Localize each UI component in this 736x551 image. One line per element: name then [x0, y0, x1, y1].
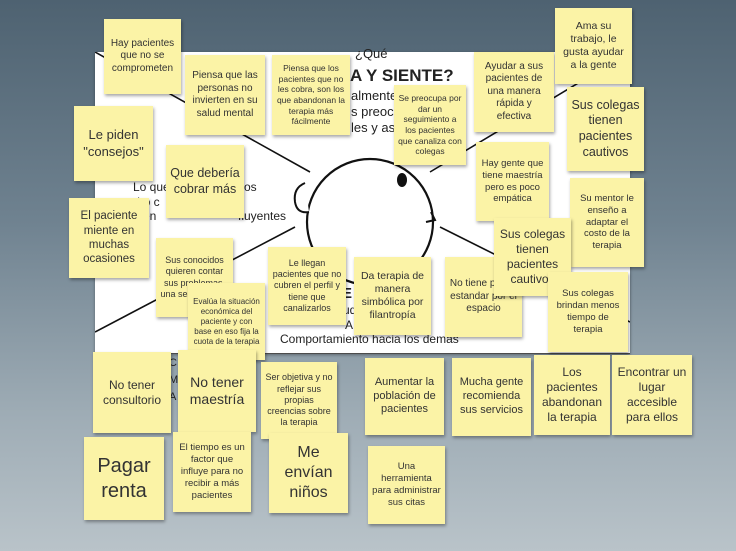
header-question: ¿Qué [355, 46, 388, 61]
sticky-note[interactable]: Los pacientes abandonan la terapia [534, 355, 610, 435]
eye-dot [397, 173, 407, 187]
section-text-fragment: Lo que [133, 180, 170, 194]
sticky-note[interactable]: Sus colegas brindan menos tiempo de tera… [548, 272, 628, 352]
section-text-fragment: A [169, 391, 177, 403]
sticky-note[interactable]: Hay pacientes que no se comprometen [104, 19, 181, 94]
header-subtitle-line: s preocu [351, 104, 401, 119]
sticky-note[interactable]: Piensa que los pacientes que no les cobr… [272, 55, 350, 135]
sticky-note[interactable]: No tener consultorio [93, 352, 171, 433]
section-text-fragment: M [169, 374, 179, 386]
section-text-fragment: C [169, 357, 177, 369]
section-text-fragment: A [345, 318, 354, 332]
sticky-note[interactable]: Sus colegas tienen pacientes cautivos [494, 218, 571, 296]
sticky-note[interactable]: Se preocupa por dar un seguimiento a los… [394, 85, 466, 165]
sticky-note[interactable]: Piensa que las personas no invierten en … [185, 55, 265, 135]
sticky-note[interactable]: No tener maestría [178, 350, 256, 432]
header-subtitle-line: almente [351, 88, 398, 103]
header-subtitle-line: les y asp [351, 120, 403, 135]
bottom-section-label: Comportamiento hacia los demás [280, 332, 459, 346]
sticky-note[interactable]: Evalúa la situación económica del pacien… [188, 283, 265, 360]
sticky-note[interactable]: Una herramienta para administrar sus cit… [368, 446, 445, 524]
sticky-note[interactable]: Pagar renta [84, 437, 164, 520]
sticky-note[interactable]: Ama su trabajo, le gusta ayudar a la gen… [555, 8, 632, 84]
sticky-note[interactable]: Su mentor le enseño a adaptar el costo d… [570, 178, 644, 267]
sticky-note[interactable]: Que debería cobrar más [166, 145, 244, 218]
sticky-note[interactable]: Da terapia de manera simbólica por filan… [354, 257, 431, 335]
sticky-note[interactable]: Ayudar a sus pacientes de una manera ráp… [474, 52, 554, 132]
sticky-note[interactable]: Aumentar la población de pacientes [365, 358, 444, 435]
ear-shape [293, 182, 310, 214]
sticky-note[interactable]: El tiempo es un factor que influye para … [173, 432, 251, 512]
sticky-note[interactable]: El paciente miente en muchas ocasiones [69, 198, 149, 278]
nose-line [425, 211, 437, 223]
sticky-note[interactable]: Le llegan pacientes que no cubren el per… [268, 247, 346, 325]
section-text-fragment: os [244, 180, 257, 194]
header-title: A Y SIENTE? [350, 66, 454, 85]
section-text-fragment: fluyentes [238, 209, 287, 223]
section-text-fragment: ud [343, 303, 357, 317]
section-letter: E [342, 285, 353, 302]
sticky-note[interactable]: Mucha gente recomienda sus servicios [452, 358, 531, 436]
sticky-note[interactable]: Le piden "consejos" [74, 106, 153, 181]
sticky-note[interactable]: Me envían niños [269, 433, 348, 513]
sticky-note[interactable]: Encontrar un lugar accesible para ellos [612, 355, 692, 435]
sticky-note[interactable]: Ser objetiva y no reflejar sus propias c… [261, 362, 337, 439]
sticky-note[interactable]: Hay gente que tiene maestría pero es poc… [476, 142, 549, 221]
sticky-note[interactable]: Sus colegas tienen pacientes cautivos [567, 87, 644, 171]
